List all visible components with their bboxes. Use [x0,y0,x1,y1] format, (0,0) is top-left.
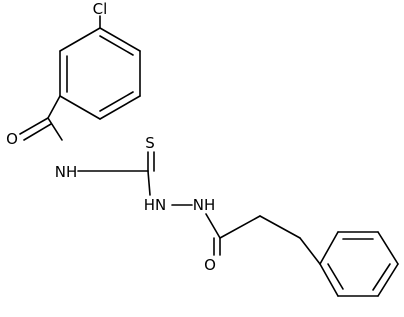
carbonyl-oxygen-label: O [6,130,18,148]
chlorophenyl-ring [59,27,141,120]
amide-carbonyl [19,95,63,141]
sulfur-label: S [145,134,155,152]
hydrazine-nitrogen-1-label: HN [144,196,167,214]
phenylpropanoyl-chain [205,213,321,265]
chlorine-label: Cl [93,0,108,18]
phenyl-ring [319,231,399,297]
hydrazine-nitrogen-2-label: NH [193,196,216,214]
thiourea-group [77,151,155,196]
amide-nitrogen-label: NH [55,163,78,181]
amide-oxygen-label: O [204,256,216,274]
atom-labels: Cl O NH S HN NH O [6,0,216,274]
